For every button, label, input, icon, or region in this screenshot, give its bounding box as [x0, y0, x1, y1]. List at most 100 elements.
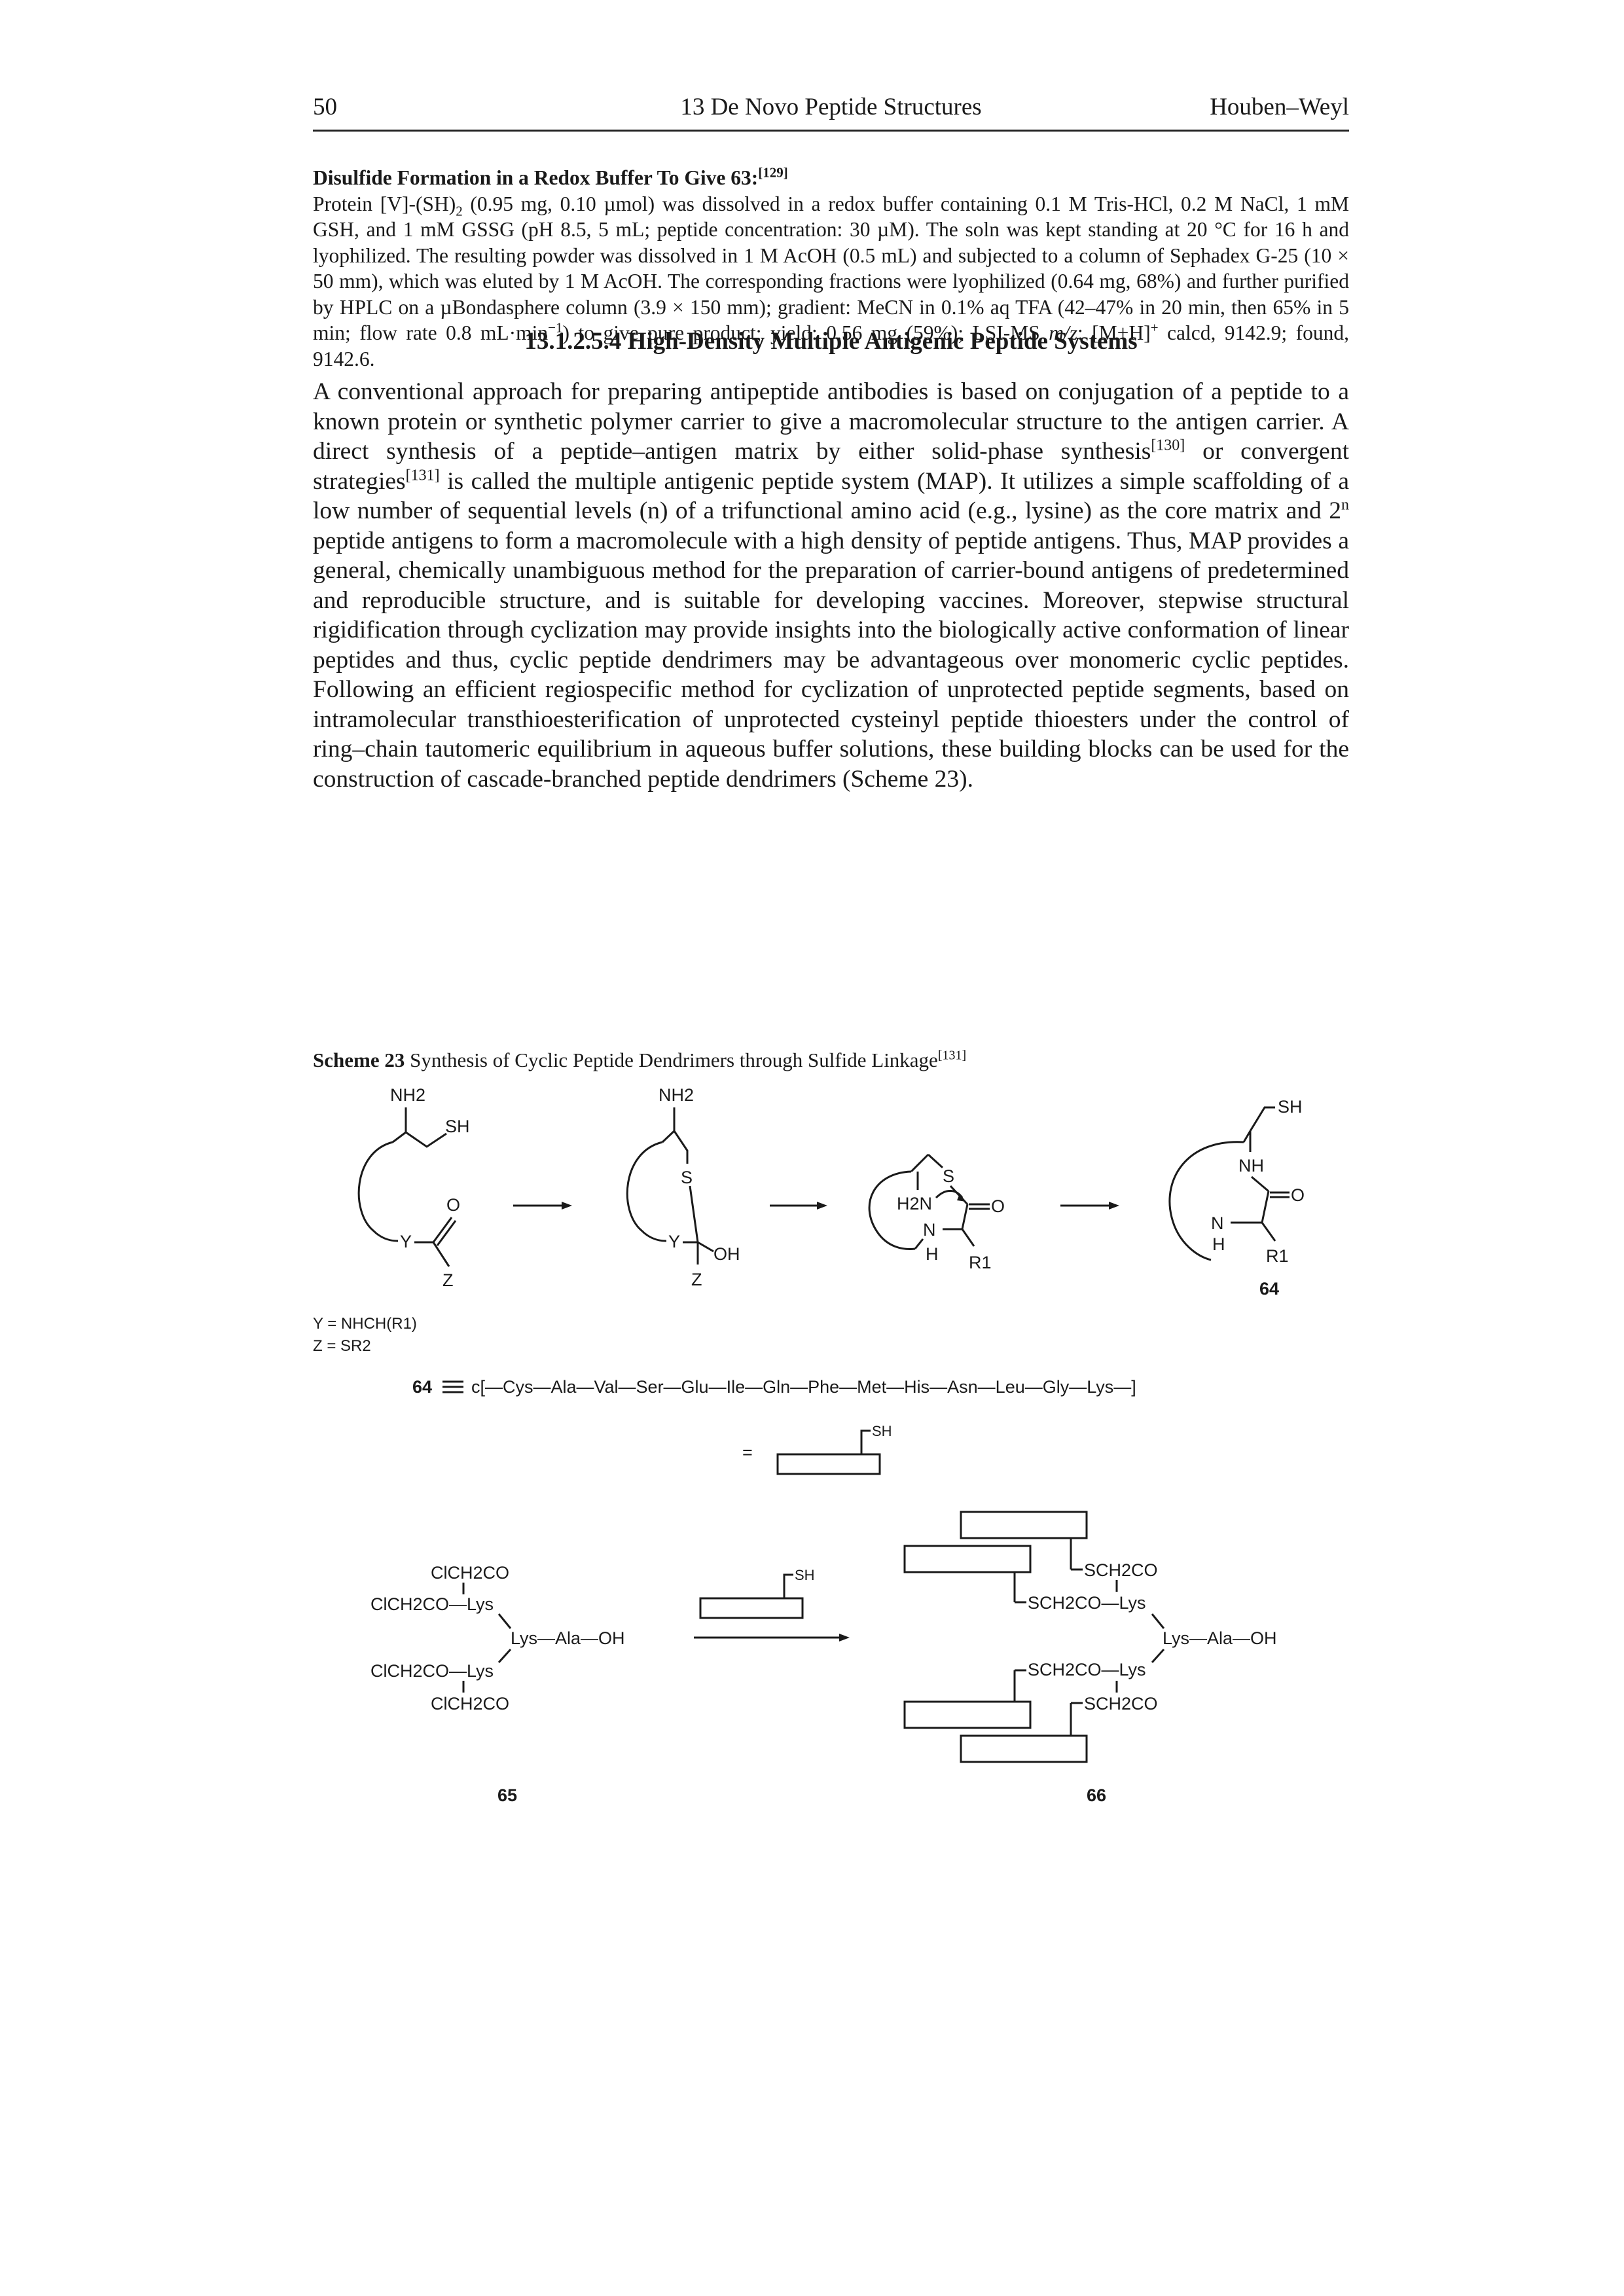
structure-cyclic-product: SH NH O N H R1 64 — [1168, 1097, 1305, 1299]
bond-b6 — [697, 1241, 714, 1253]
c66-line-5: SCH2CO — [1084, 1694, 1158, 1713]
c66-line-4: SCH2CO—Lys — [1028, 1660, 1146, 1679]
scheme-caption-ref: [131] — [937, 1048, 967, 1063]
label-n-d: N — [1211, 1213, 1224, 1233]
arrow-step-2 — [770, 1202, 827, 1210]
bond-d6 — [1261, 1191, 1270, 1223]
ring-arc-a — [357, 1141, 399, 1242]
c65-line-5: ClCH2CO — [431, 1694, 509, 1713]
structure-tetrahedral-intermediate: NH2 S Y OH Z — [626, 1085, 740, 1289]
ring-arc-c — [868, 1170, 916, 1250]
body-ref-131: [131] — [405, 467, 440, 484]
body-text-3: is called the multiple antigenic peptide… — [313, 467, 1349, 525]
compound-65-structure: ClCH2CO ClCH2CO—Lys Lys—Ala—OH ClCH2CO—L… — [370, 1563, 625, 1805]
sequence-compound-label: 64 — [412, 1377, 432, 1397]
label-r1-c: R1 — [969, 1253, 992, 1272]
label-o-c: O — [991, 1196, 1005, 1216]
compound-66-structure: SCH2CO SCH2CO—Lys Lys—Ala—OH SCH2CO—Lys … — [903, 1511, 1277, 1805]
structure-linear-precursor: NH2 SH Y O Z — [357, 1085, 470, 1290]
body-text-4: peptide antigens to form a macromolecule… — [313, 527, 1349, 793]
label-o-a: O — [446, 1195, 460, 1215]
procedure-heading-text: Disulfide Formation in a Redox Buffer To… — [313, 166, 759, 189]
label-y-a: Y — [400, 1232, 412, 1251]
body-paragraph: A conventional approach for preparing an… — [313, 377, 1349, 794]
reagent-cyclic-peptide — [699, 1573, 804, 1619]
page-number: 50 — [313, 94, 337, 120]
c66-line-1: SCH2CO — [1084, 1560, 1158, 1580]
procedure-heading-ref: [129] — [758, 164, 788, 181]
label-sh-a: SH — [445, 1117, 470, 1136]
cyclic-peptide-shorthand — [776, 1429, 881, 1475]
definition-y: Y = NHCH(R1) — [313, 1315, 417, 1333]
c65-line-3: Lys—Ala—OH — [511, 1628, 625, 1648]
procedure-heading: Disulfide Formation in a Redox Buffer To… — [313, 165, 1349, 191]
label-z-a: Z — [442, 1270, 454, 1290]
label-nh2-b: NH2 — [659, 1085, 694, 1105]
label-y-b: Y — [668, 1232, 680, 1251]
bond-b2 — [673, 1130, 689, 1164]
c65-line-4: ClCH2CO—Lys — [370, 1661, 494, 1681]
body-sup-n: n — [1341, 496, 1349, 514]
label-h-c: H — [926, 1244, 939, 1264]
bond-c9 — [914, 1238, 924, 1249]
header-rule — [313, 130, 1349, 132]
structure-acyl-shift: S H2N O N H R1 — [868, 1153, 1005, 1272]
shorthand-equals: = — [742, 1443, 753, 1462]
compound-66-number: 66 — [1087, 1785, 1106, 1805]
bond-a3 — [392, 1131, 406, 1143]
label-h-d: H — [1212, 1234, 1225, 1254]
arrow-step-4 — [694, 1634, 850, 1641]
bond-a5b — [436, 1220, 457, 1246]
c65-line-1: ClCH2CO — [431, 1563, 509, 1583]
bond-c1 — [910, 1153, 929, 1173]
c66-line-2: SCH2CO—Lys — [1028, 1593, 1146, 1613]
label-z-b: Z — [691, 1270, 702, 1289]
c66-line-3: Lys—Ala—OH — [1163, 1628, 1277, 1648]
c66-peptide-box-2 — [903, 1545, 1032, 1573]
scheme-caption-text: Synthesis of Cyclic Peptide Dendrimers t… — [405, 1049, 938, 1071]
procedure-text-3: ) to give pure product; yield: 0.56 mg (… — [562, 321, 1049, 344]
scheme-label: Scheme 23 — [313, 1049, 405, 1071]
label-nh-d: NH — [1238, 1156, 1264, 1175]
definition-z: Z = SR2 — [313, 1337, 371, 1355]
c66-peptide-box-3 — [903, 1700, 1032, 1729]
bond-d4 — [1251, 1175, 1269, 1193]
procedure-text-2: (0.95 mg, 0.10 µmol) was dissolved in a … — [313, 192, 1349, 345]
procedure-text-1: Protein [V]-(SH) — [313, 192, 456, 215]
bond-b5 — [689, 1185, 699, 1243]
ring-arc-d — [1168, 1141, 1244, 1261]
identity-symbol — [442, 1380, 463, 1393]
label-h2n-c: H2N — [897, 1194, 932, 1213]
bond-d2 — [1242, 1130, 1252, 1143]
bond-c7 — [961, 1229, 975, 1247]
bond-c6 — [961, 1204, 969, 1230]
body-ref-130: [130] — [1151, 437, 1185, 454]
compound-65-number: 65 — [497, 1785, 517, 1805]
arrow-step-1 — [513, 1202, 572, 1210]
shorthand-sh-label: SH — [872, 1423, 892, 1439]
arrow-step-3 — [1060, 1202, 1119, 1210]
bond-a2 — [405, 1131, 447, 1148]
bond-b3 — [661, 1130, 676, 1143]
ring-arc-b — [626, 1141, 667, 1242]
scheme-caption: Scheme 23 Synthesis of Cyclic Peptide De… — [313, 1049, 1349, 1072]
procedure-text-5: calcd, 9142.9; found, 9142.6. — [313, 321, 1349, 370]
label-r1-d: R1 — [1266, 1246, 1289, 1266]
chapter-title: 13 De Novo Peptide Structures — [680, 94, 982, 120]
body-text-2: or convergent strategies — [313, 438, 1349, 495]
reagent-sh-label: SH — [795, 1567, 815, 1583]
label-oh-b: OH — [713, 1244, 740, 1264]
procedure-italic-mz: m/z — [1049, 321, 1077, 344]
label-s-b: S — [681, 1168, 693, 1187]
c66-peptide-box-4 — [960, 1734, 1088, 1763]
c65-line-2: ClCH2CO—Lys — [370, 1594, 494, 1614]
procedure-sup-1: −1 — [548, 319, 563, 336]
running-header: 50 13 De Novo Peptide Structures Houben–… — [313, 93, 1349, 127]
compound-64-number: 64 — [1259, 1279, 1279, 1299]
procedure-sup-2: + — [1150, 319, 1159, 336]
bond-d7 — [1261, 1222, 1276, 1242]
bond-d1 — [1249, 1106, 1275, 1132]
label-o-d: O — [1291, 1185, 1305, 1205]
publisher-name: Houben–Weyl — [1210, 94, 1349, 120]
